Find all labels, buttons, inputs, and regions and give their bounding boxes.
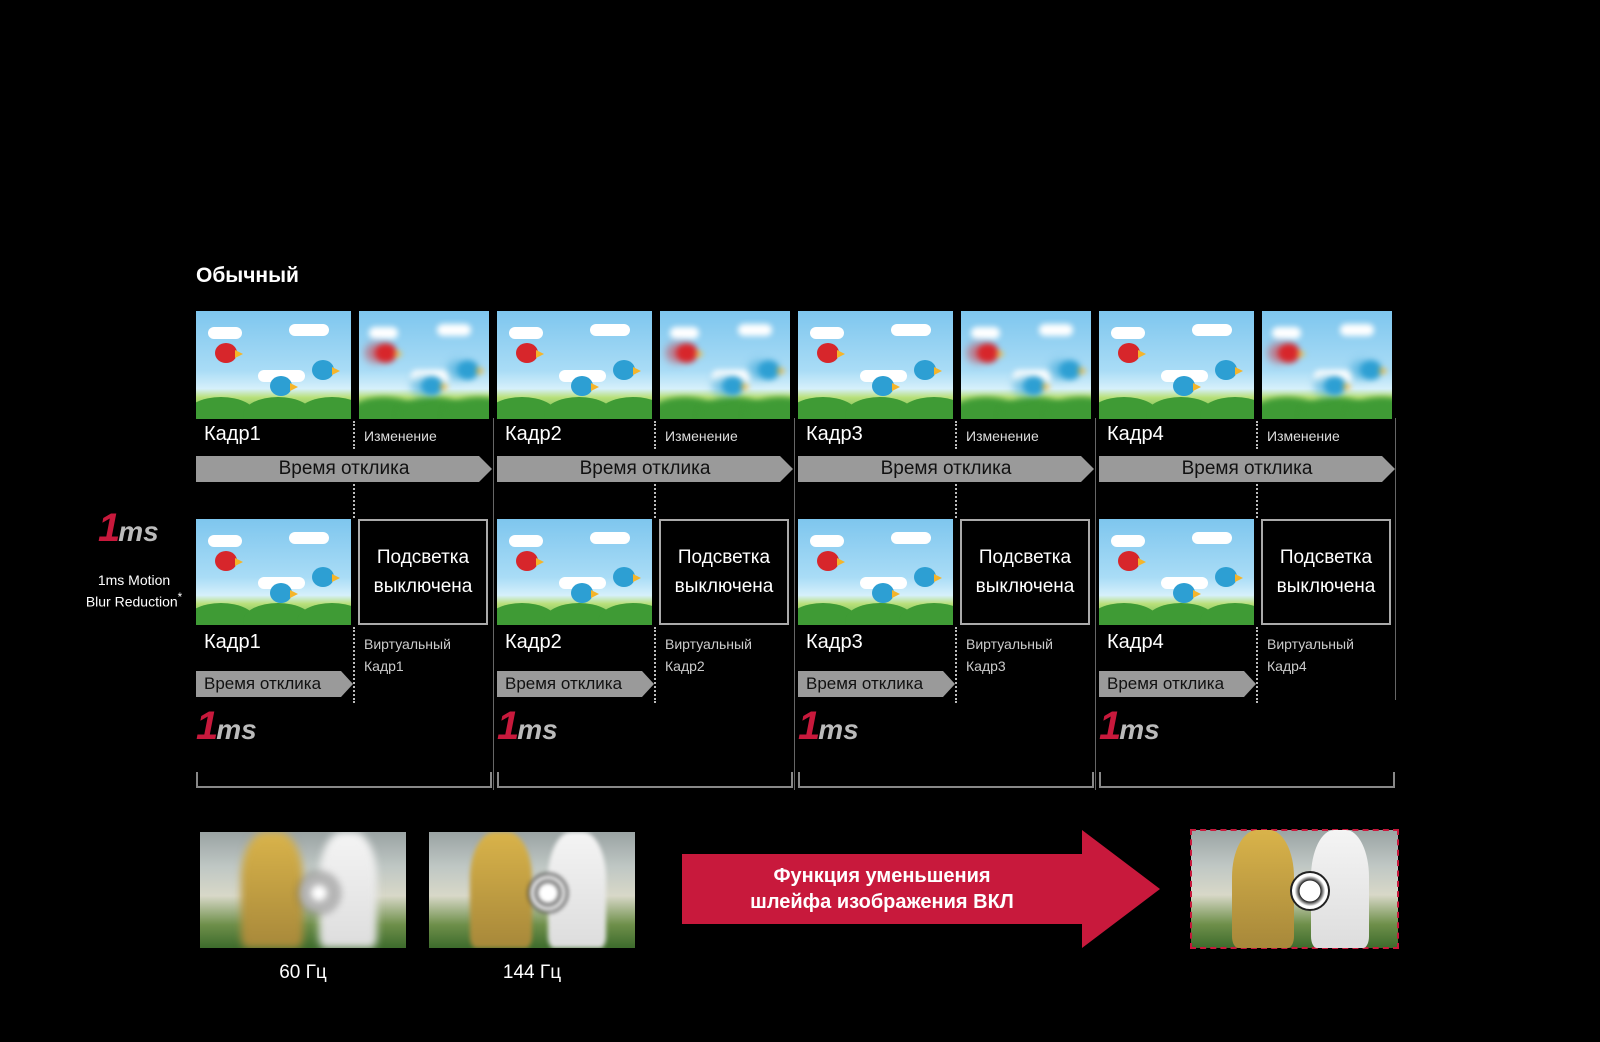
change-label-2: Изменение bbox=[665, 428, 738, 444]
transition-image-4 bbox=[1262, 311, 1392, 419]
divider-dotted-top-1 bbox=[353, 421, 355, 449]
divider-dotted-bottom-2 bbox=[654, 627, 656, 703]
frame-label-1ms-2: Кадр2 bbox=[505, 631, 562, 654]
divider-dotted-top-4 bbox=[1256, 421, 1258, 449]
divider-dotted-mid-3 bbox=[955, 484, 957, 518]
frame-image-1ms-3 bbox=[798, 519, 953, 625]
divider-dotted-mid-1 bbox=[353, 484, 355, 518]
column-separator-end bbox=[1395, 418, 1396, 700]
backlight-off-box-1: Подсветка выключена bbox=[358, 519, 488, 625]
frame-label-1ms-3: Кадр3 bbox=[806, 631, 863, 654]
response-time-arrow-1ms-4: Время отклика bbox=[1099, 671, 1256, 697]
response-time-arrow-1ms-3: Время отклика bbox=[798, 671, 955, 697]
divider-dotted-mid-2 bbox=[654, 484, 656, 518]
response-time-arrow-4: Время отклика bbox=[1099, 456, 1395, 482]
column-separator-4 bbox=[1095, 418, 1096, 790]
side-label: 1ms Motion Blur Reduction* bbox=[74, 572, 194, 611]
frame-image-4 bbox=[1099, 311, 1254, 419]
transition-image-3 bbox=[961, 311, 1091, 419]
soccer-image-144hz bbox=[429, 832, 635, 948]
frame-image-3 bbox=[798, 311, 953, 419]
divider-dotted-bottom-4 bbox=[1256, 627, 1258, 703]
time-bracket-2 bbox=[497, 772, 793, 788]
label-60hz: 60 Гц bbox=[200, 962, 406, 984]
time-bracket-3 bbox=[798, 772, 1094, 788]
frame-image-2 bbox=[497, 311, 652, 419]
response-time-arrow-1: Время отклика bbox=[196, 456, 492, 482]
divider-dotted-mid-4 bbox=[1256, 484, 1258, 518]
column-separator-2 bbox=[493, 418, 494, 790]
1ms-logo-1: 1ms bbox=[196, 704, 257, 749]
frame-image-1ms-2 bbox=[497, 519, 652, 625]
time-bracket-4 bbox=[1099, 772, 1395, 788]
soccer-image-reduced-blur bbox=[1191, 830, 1398, 948]
change-label-1: Изменение bbox=[364, 428, 437, 444]
frame-label-2: Кадр2 bbox=[505, 423, 562, 446]
backlight-off-box-4: Подсветка выключена bbox=[1261, 519, 1391, 625]
frame-label-4: Кадр4 bbox=[1107, 423, 1164, 446]
response-time-arrow-1ms-1: Время отклика bbox=[196, 671, 353, 697]
transition-image-2 bbox=[660, 311, 790, 419]
backlight-off-box-2: Подсветка выключена bbox=[659, 519, 789, 625]
backlight-off-box-3: Подсветка выключена bbox=[960, 519, 1090, 625]
divider-dotted-bottom-1 bbox=[353, 627, 355, 703]
blur-reduction-arrow: Функция уменьшения шлейфа изображения ВК… bbox=[682, 830, 1160, 948]
label-144hz: 144 Гц bbox=[429, 962, 635, 984]
divider-dotted-top-3 bbox=[955, 421, 957, 449]
response-time-arrow-3: Время отклика bbox=[798, 456, 1094, 482]
transition-image-1 bbox=[359, 311, 489, 419]
response-time-arrow-1ms-2: Время отклика bbox=[497, 671, 654, 697]
section-title: Обычный bbox=[196, 264, 299, 288]
frame-label-1: Кадр1 bbox=[204, 423, 261, 446]
divider-dotted-top-2 bbox=[654, 421, 656, 449]
arrow-text: Функция уменьшения шлейфа изображения ВК… bbox=[682, 863, 1082, 915]
time-bracket-1 bbox=[196, 772, 492, 788]
frame-image-1ms-1 bbox=[196, 519, 351, 625]
frame-label-3: Кадр3 bbox=[806, 423, 863, 446]
divider-dotted-bottom-3 bbox=[955, 627, 957, 703]
frame-label-1ms-4: Кадр4 bbox=[1107, 631, 1164, 654]
response-time-arrow-2: Время отклика bbox=[497, 456, 793, 482]
soccer-image-60hz bbox=[200, 832, 406, 948]
1ms-logo-2: 1ms bbox=[497, 704, 558, 749]
frame-image-1ms-4 bbox=[1099, 519, 1254, 625]
side-1ms-logo: 1ms bbox=[98, 506, 159, 551]
frame-label-1ms-1: Кадр1 bbox=[204, 631, 261, 654]
column-separator-3 bbox=[794, 418, 795, 790]
1ms-logo-3: 1ms bbox=[798, 704, 859, 749]
change-label-4: Изменение bbox=[1267, 428, 1340, 444]
frame-image-1 bbox=[196, 311, 351, 419]
1ms-logo-4: 1ms bbox=[1099, 704, 1160, 749]
change-label-3: Изменение bbox=[966, 428, 1039, 444]
